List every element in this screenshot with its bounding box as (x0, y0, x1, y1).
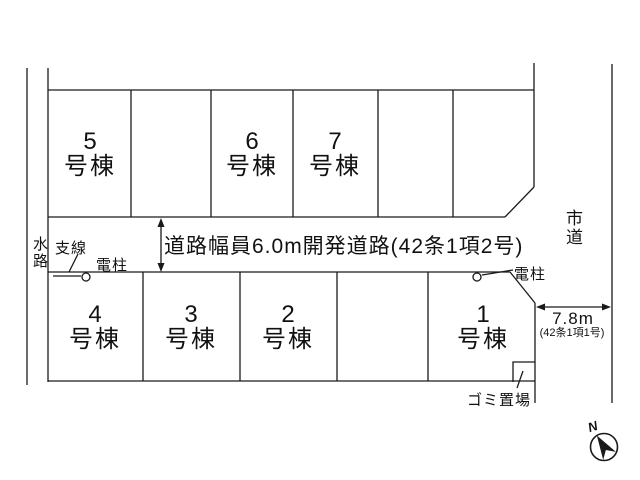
lot-2-number: 2 (281, 301, 295, 328)
lot-4-number: 4 (88, 301, 102, 328)
lot-3-label: 3 号棟 (146, 302, 236, 352)
utility-pole-left-icon (81, 272, 91, 282)
development-road-label: 道路幅員6.0m開発道路(42条1項2号) (164, 235, 524, 258)
lot-3-suffix: 号棟 (165, 326, 217, 353)
utility-pole-left-label: 電柱 (96, 257, 129, 274)
city-road-note-label: (42条1項1号) (539, 327, 605, 339)
waterway-label: 水路 (31, 236, 48, 270)
lot-3-number: 3 (184, 301, 198, 328)
lot-4-suffix: 号棟 (69, 326, 121, 353)
lot-7-label: 7 号棟 (290, 129, 380, 179)
lot-2-label: 2 号棟 (243, 302, 333, 352)
lot-4-label: 4 号棟 (50, 302, 140, 352)
garbage-area-outline (512, 361, 535, 389)
lot-7-number: 7 (328, 128, 342, 155)
lot-6-suffix: 号棟 (226, 153, 278, 180)
lot-6-label: 6 号棟 (207, 129, 297, 179)
guy-wire-label: 支線 (55, 240, 88, 257)
lot-5-suffix: 号棟 (64, 153, 116, 180)
lot-1-number: 1 (476, 301, 490, 328)
utility-pole-right-icon (472, 269, 514, 282)
top-lot-row-outline (48, 63, 535, 218)
lot-5-number: 5 (83, 128, 97, 155)
lot-5-label: 5 号棟 (45, 129, 135, 179)
guy-wire-line (53, 253, 81, 277)
lot-1-label: 1 号棟 (438, 302, 528, 352)
compass-icon (589, 432, 619, 462)
garbage-area-label: ゴミ置場 (467, 392, 532, 409)
utility-pole-right-label: 電柱 (514, 266, 547, 283)
bottom-lot-row-outline (48, 271, 536, 403)
lot-1-suffix: 号棟 (457, 326, 509, 353)
city-road-width-label: 7.8m (552, 309, 594, 328)
lot-2-suffix: 号棟 (262, 326, 314, 353)
city-road-label: 市道 (563, 209, 582, 247)
lot-6-number: 6 (245, 128, 259, 155)
road-width-arrow (157, 218, 165, 272)
lot-7-suffix: 号棟 (309, 153, 361, 180)
city-road-width-arrow (536, 303, 611, 311)
